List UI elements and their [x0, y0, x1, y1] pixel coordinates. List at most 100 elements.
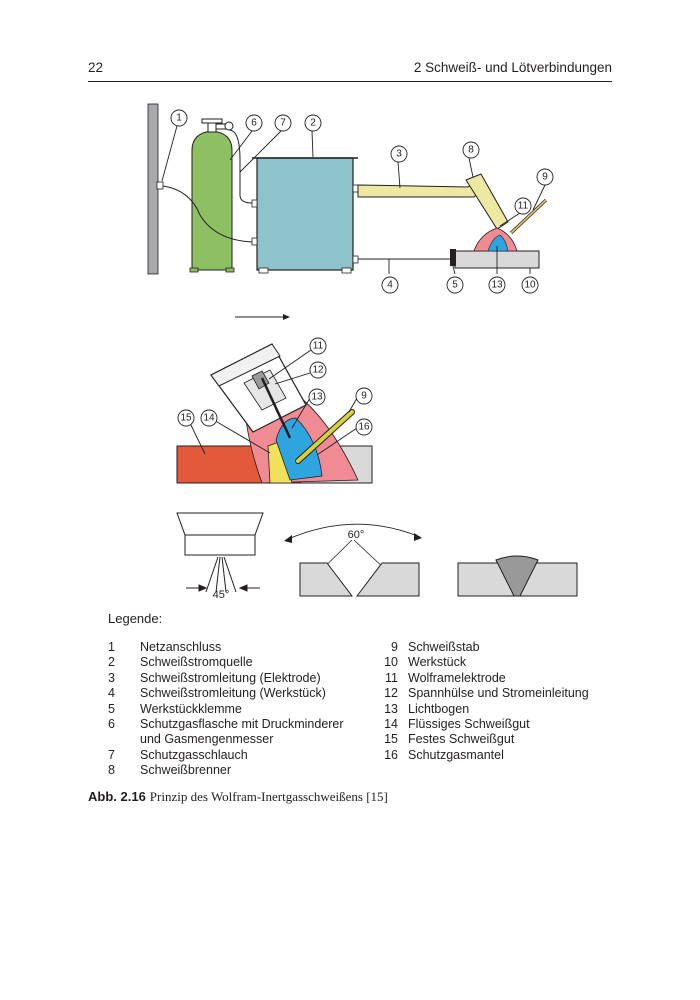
legend-text: Wolframelektrode	[408, 670, 506, 685]
callout-7: 7	[280, 118, 286, 129]
caption-text: Prinzip des Wolfram-Inertgasschweißens […	[149, 789, 388, 804]
callout-1: 1	[176, 113, 182, 124]
leader-lines	[161, 125, 546, 275]
mains-socket	[156, 181, 164, 190]
legend-item: 4 Schweißstromleitung (Werkstück)	[108, 686, 378, 701]
legend-text: Schweißstromleitung (Werkstück)	[140, 686, 326, 701]
legend-number: 3	[108, 670, 115, 685]
legend-item: 9 Schweißstab	[370, 640, 610, 655]
callout-3: 3	[396, 149, 402, 160]
torch-detail	[176, 314, 373, 484]
detail-filler-rod	[296, 410, 354, 463]
callout-2: 2	[310, 118, 316, 129]
legend-item: 2 Schweißstromquelle	[108, 655, 378, 670]
electrode-cable	[357, 181, 487, 198]
callout-10: 10	[524, 280, 536, 291]
legend-text: Schweißstromleitung (Elektrode)	[140, 670, 321, 685]
callout-5: 5	[452, 280, 458, 291]
tig-welding-figure: 1 6 7 2 3 8 9 11 4 5 13 10 11 12 13 9 16…	[147, 103, 578, 601]
legend-number: 5	[108, 701, 115, 716]
legend-number: 14	[384, 717, 398, 732]
legend-item: 14 Flüssiges Schweißgut	[370, 717, 610, 732]
angle-arc-60	[285, 523, 421, 541]
legend-number: 13	[384, 701, 398, 716]
v-groove-right-plate	[355, 562, 420, 597]
callout-9: 9	[542, 172, 548, 183]
welding-torch	[465, 173, 509, 230]
weld-bead	[495, 555, 539, 597]
detail-callout-13: 13	[311, 392, 323, 403]
legend-item: 3 Schweißstromleitung (Elektrode)	[108, 671, 378, 686]
legend-number: 16	[384, 747, 398, 762]
legend-text: Schweißstromquelle	[140, 655, 253, 670]
legend-item: und Gasmengenmesser	[108, 732, 378, 747]
mains-cable	[162, 185, 253, 243]
legend-text: Werkstückklemme	[140, 701, 242, 716]
legend-number: 8	[108, 763, 115, 778]
legend-number: 11	[385, 670, 398, 685]
v-groove-sketch	[284, 523, 422, 597]
legend-text: Schweißstab	[408, 640, 480, 654]
callout-4: 4	[387, 280, 393, 291]
legend-text: Schutzgasflasche mit Druckminderer	[140, 717, 344, 732]
detail-callout-11: 11	[313, 341, 324, 352]
nozzle-top	[210, 343, 281, 387]
legend-text: Spannhülse und Stromeinleitung	[408, 686, 589, 701]
v-groove-left-plate	[299, 562, 354, 597]
legend-number: 6	[108, 717, 115, 732]
callouts	[170, 109, 554, 436]
callout-6: 6	[251, 118, 257, 129]
detail-callout-16: 16	[358, 422, 370, 433]
workpiece-clamp	[450, 249, 456, 266]
legend-number: 4	[108, 686, 115, 701]
legend-item: 13 Lichtbogen	[370, 702, 610, 717]
legend-text: Flüssiges Schweißgut	[408, 717, 530, 732]
caption-label: Abb. 2.16	[88, 789, 146, 804]
legend-number: 2	[108, 655, 115, 670]
legend-text: und Gasmengenmesser	[140, 732, 274, 747]
angle-45-label: 45°	[213, 589, 230, 601]
power-source	[251, 157, 359, 274]
legend-item: 1 Netzanschluss	[108, 640, 378, 655]
nozzle-sketch	[176, 512, 264, 593]
legend-item: 10 Werkstück	[370, 655, 610, 670]
filler-rod	[510, 199, 547, 234]
legend-item: 5 Werkstückklemme	[108, 702, 378, 717]
legend-text: Werkstück	[408, 655, 467, 670]
legend-number: 9	[391, 640, 398, 654]
detail-callout-12: 12	[312, 365, 324, 376]
welded-joint-sketch	[457, 555, 578, 597]
overview-diagram	[147, 103, 548, 275]
callout-8: 8	[468, 145, 474, 156]
detail-callout-15: 15	[180, 413, 192, 424]
callout-labels: 1 6 7 2 3 8 9 11 4 5 13 10 11 12 13 9 16…	[176, 113, 548, 433]
legend-number: 1	[108, 640, 115, 654]
legend-number: 10	[384, 655, 398, 670]
gas-hose	[228, 129, 253, 204]
legend-text: Schutzgasschlauch	[140, 747, 248, 762]
mains-wall	[147, 103, 159, 275]
weld-pool	[487, 234, 509, 252]
gas-cylinder	[189, 118, 235, 273]
legend-number	[108, 732, 140, 747]
page-number: 22	[88, 60, 104, 75]
callout-11: 11	[518, 201, 529, 212]
angle-60-label: 60°	[348, 529, 365, 541]
detail-callout-14: 14	[203, 413, 215, 424]
legend-item: 16 Schutzgasmantel	[370, 748, 610, 763]
legend-title: Legende:	[108, 611, 163, 626]
header-rule	[88, 81, 612, 82]
legend-item: 6 Schutzgasflasche mit Druckminderer	[108, 717, 378, 732]
legend-text: Netzanschluss	[140, 640, 222, 654]
legend-right-column: 9 Schweißstab 10 Werkstück 11 Wolframelektr…	[370, 640, 610, 763]
legend-text: Lichtbogen	[408, 701, 470, 716]
detail-callout-9: 9	[361, 391, 367, 402]
legend-text: Schutzgasmantel	[408, 747, 504, 762]
legend-item: 11 Wolframelektrode	[370, 671, 610, 686]
tungsten-electrode	[260, 377, 292, 439]
